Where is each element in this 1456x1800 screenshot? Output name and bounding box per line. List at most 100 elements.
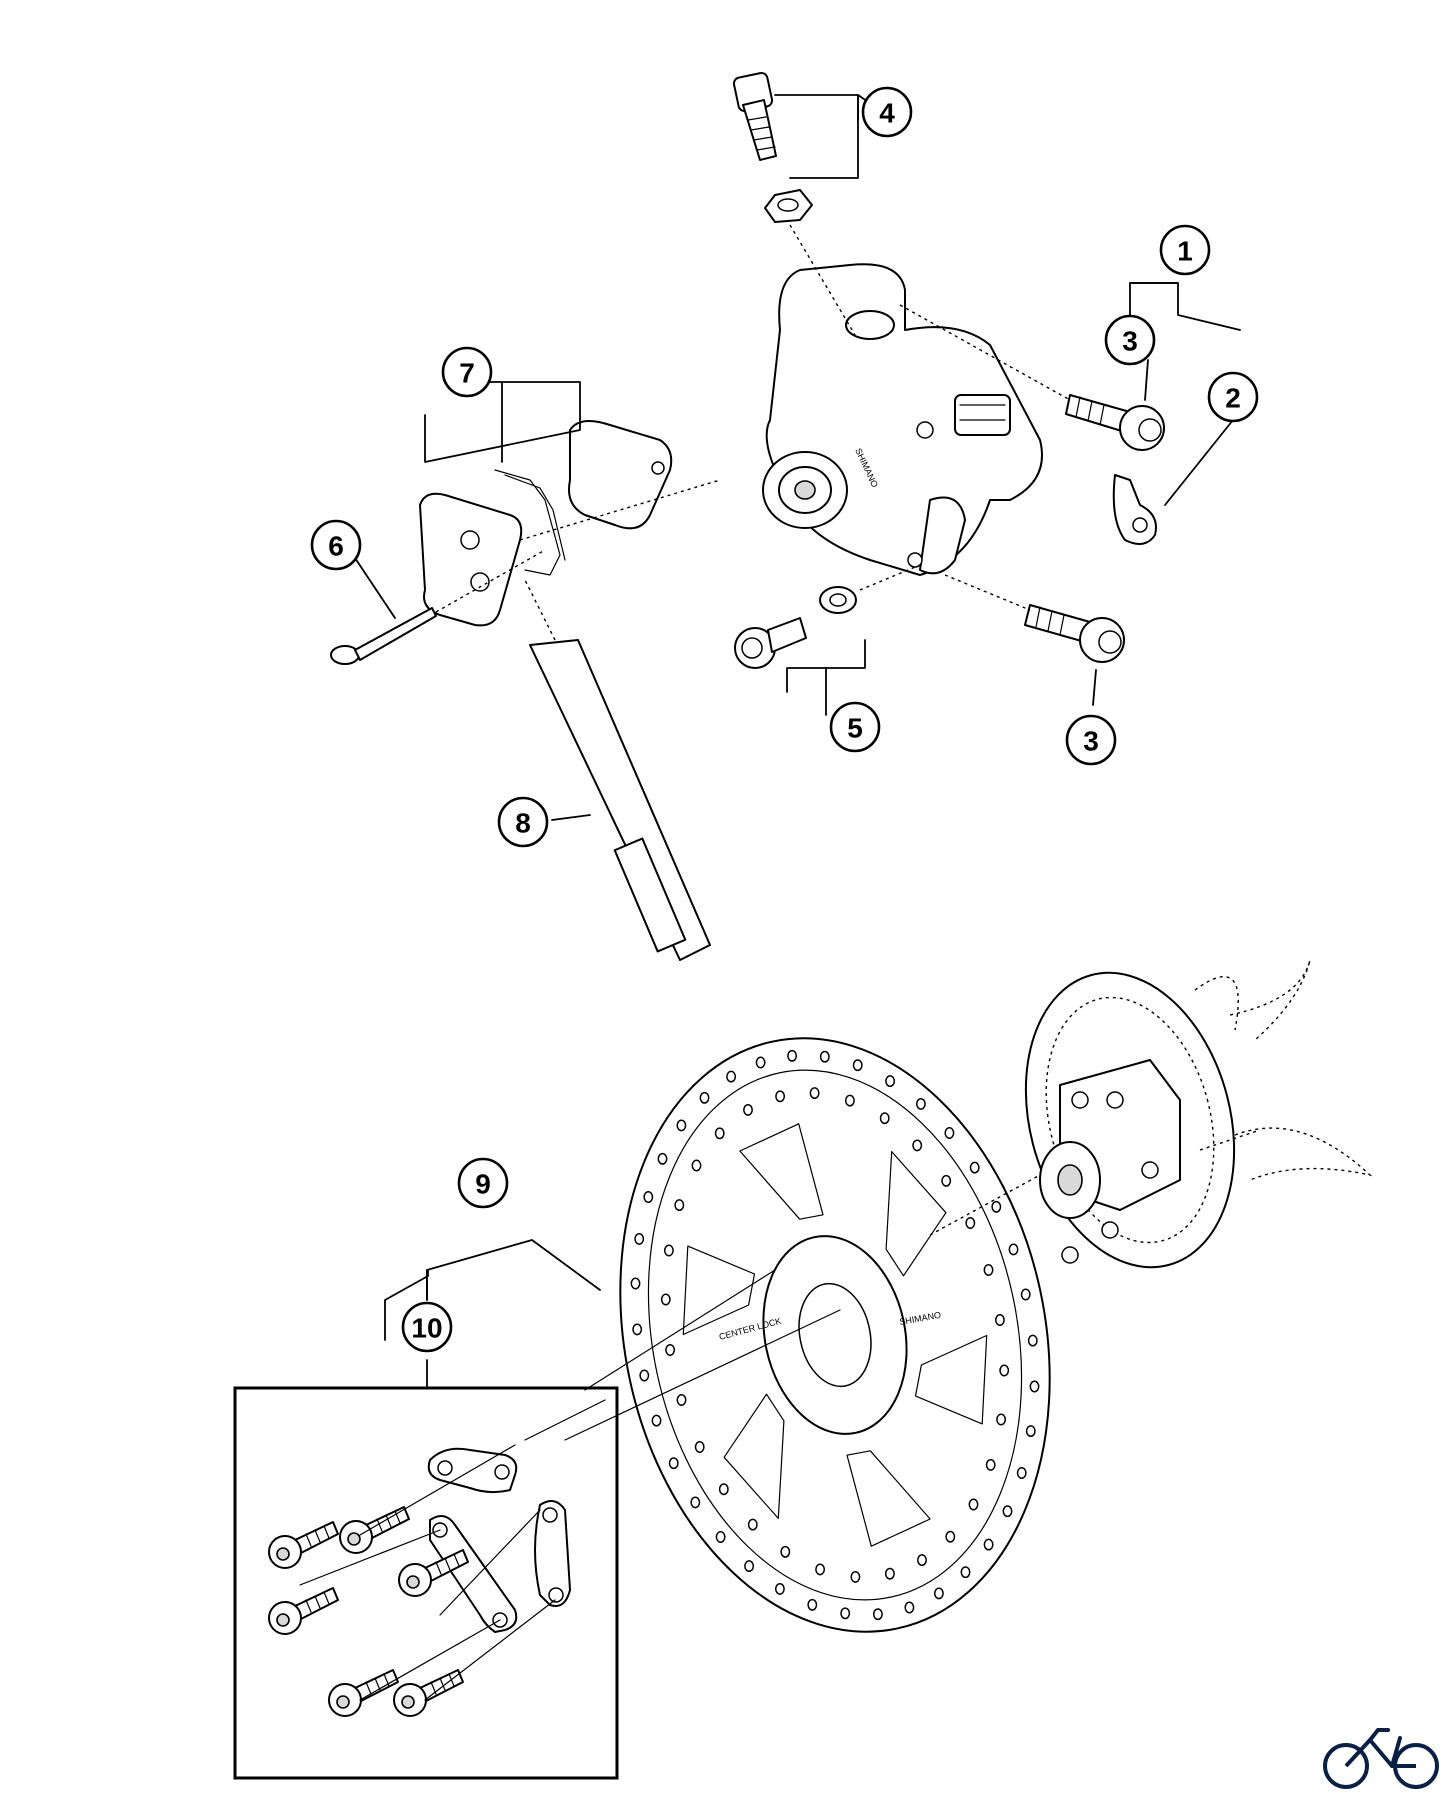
callout-2: 2: [1207, 371, 1259, 423]
rotor-hole: [1025, 1425, 1036, 1438]
rotor-hole: [994, 1314, 1005, 1326]
rotor-hole: [787, 1049, 798, 1062]
brake-pads-7: [419, 420, 721, 627]
rotor-hole: [663, 1244, 674, 1257]
rotor-hole: [639, 1369, 650, 1382]
pad-spacer-8: [524, 579, 711, 961]
rotor-hole: [807, 1598, 818, 1611]
rotor-hole: [1008, 1243, 1019, 1256]
rotor-hole: [1029, 1380, 1040, 1393]
rotor-slot: [723, 1393, 785, 1520]
rotor-hole: [634, 1232, 645, 1245]
rotor-hole: [941, 1174, 952, 1187]
rotor-hole: [852, 1059, 863, 1072]
svg-text:3: 3: [1083, 726, 1099, 757]
rotor-hole: [815, 1563, 826, 1576]
rotor-hole: [879, 1112, 890, 1125]
rotor-hole: [819, 1050, 830, 1063]
rotor-hole: [960, 1566, 971, 1579]
callout-1: 1: [1159, 224, 1211, 276]
rotor-hole: [904, 1601, 915, 1614]
callout-10: 10: [401, 1301, 453, 1353]
rotor-hole: [840, 1607, 851, 1620]
rotor-hole: [744, 1560, 755, 1573]
rotor-hole: [915, 1097, 926, 1110]
rotor-hole: [965, 1217, 976, 1229]
rotor-hole: [912, 1139, 923, 1152]
rotor-hole: [665, 1344, 676, 1356]
svg-text:5: 5: [847, 713, 863, 744]
svg-text:4: 4: [879, 98, 895, 129]
bolt-3-upper: [899, 304, 1165, 451]
rotor-hole: [809, 1087, 820, 1100]
rotor-slot: [914, 1334, 988, 1425]
rotor-hole: [775, 1090, 786, 1103]
rotor-hole: [985, 1458, 996, 1471]
rotor-hole: [885, 1075, 896, 1088]
hub: [929, 959, 1373, 1269]
disc-rotor: CENTER LOCK SHIMANO: [619, 1037, 1051, 1633]
rotor-hole: [676, 1119, 687, 1132]
bolt-5: [734, 564, 921, 669]
rotor-hole: [968, 1498, 979, 1511]
rotor-slot: [739, 1123, 824, 1220]
bolt-kit-inset: [233, 1386, 619, 1780]
bolt-4: [732, 71, 856, 336]
rotor-hole: [714, 1127, 725, 1140]
rotor-hole: [632, 1323, 643, 1336]
rotor-hole: [1016, 1467, 1027, 1479]
cotter-pin-6: [330, 549, 546, 665]
rotor-hole: [657, 1152, 668, 1165]
rotor-bolt: [268, 1521, 339, 1569]
rotor-slot: [846, 1450, 931, 1547]
rotor-hole: [651, 1414, 662, 1427]
rotor-slot: [885, 1150, 947, 1277]
callout-9: 9: [457, 1157, 509, 1209]
bicycle-icon: [1323, 1728, 1439, 1789]
rotor-hole: [699, 1091, 710, 1104]
svg-text:2: 2: [1225, 383, 1241, 414]
rotor-hole: [715, 1531, 726, 1543]
rotor-hole: [718, 1483, 729, 1496]
rotor-hole: [999, 1364, 1010, 1377]
rotor-hole: [944, 1127, 955, 1139]
callout-3-lower: 3: [1065, 714, 1117, 766]
rotor-hole: [690, 1496, 701, 1509]
rotor-hole: [996, 1413, 1007, 1426]
rotor-hole: [694, 1441, 705, 1453]
callout-3-upper: 3: [1104, 314, 1156, 366]
callout-4: 4: [861, 86, 913, 138]
rotor-hole: [660, 1293, 671, 1306]
bolt-3-lower: [944, 574, 1125, 663]
rotor-hole: [884, 1567, 895, 1580]
rotor-hole: [1020, 1288, 1031, 1301]
rotor-bolt: [268, 1587, 339, 1635]
rotor-bolt: [398, 1549, 469, 1597]
rotor-hole: [917, 1554, 927, 1567]
rotor-hole: [991, 1200, 1002, 1213]
svg-text:3: 3: [1122, 326, 1138, 357]
rotor-hole: [1002, 1505, 1013, 1518]
rotor-hole: [844, 1094, 855, 1107]
rotor-hole: [691, 1159, 702, 1172]
rotor-hole: [726, 1070, 737, 1083]
leader-lines: [354, 94, 1241, 1389]
rotor-bolt: [393, 1669, 464, 1717]
rotor-hole: [872, 1608, 883, 1621]
rotor-hole: [674, 1199, 685, 1212]
rotor-hole: [676, 1394, 687, 1406]
svg-text:8: 8: [515, 808, 531, 839]
rotor-hole: [969, 1161, 980, 1174]
rotor-hole: [668, 1457, 679, 1470]
rotor-hole: [643, 1191, 654, 1203]
rotor-hole: [850, 1570, 861, 1583]
callout-7: 7: [441, 346, 493, 398]
rotor-hole: [743, 1103, 753, 1116]
rotor-hole: [983, 1264, 994, 1276]
svg-text:6: 6: [328, 531, 344, 562]
rotor-hole: [774, 1582, 785, 1595]
rotor-hole: [983, 1538, 994, 1551]
callout-8: 8: [497, 796, 549, 848]
callout-6: 6: [310, 519, 362, 571]
